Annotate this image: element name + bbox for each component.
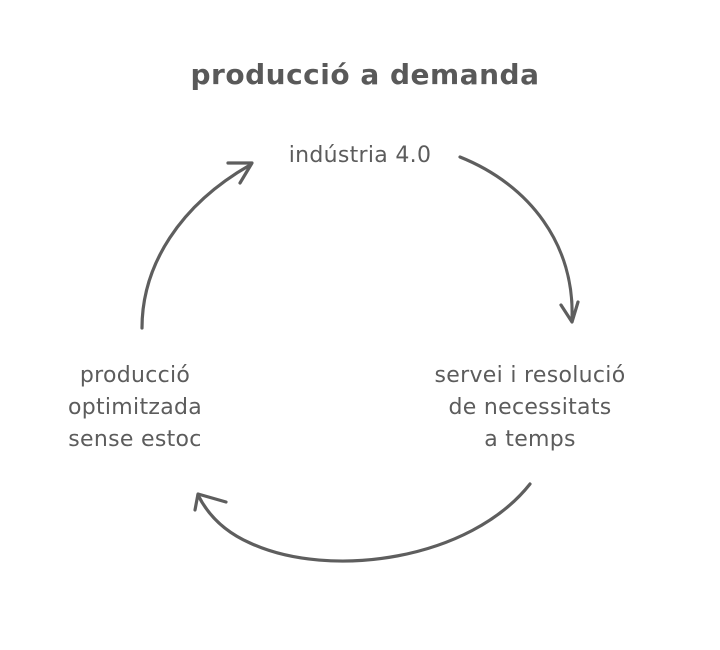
arrow-top-to-right	[458, 155, 580, 324]
arrow-top-to-right-head	[559, 300, 580, 324]
node-line: de necessitats	[448, 395, 612, 420]
node-line: indústria 4.0	[288, 143, 432, 168]
node-line: sense estoc	[68, 427, 202, 452]
arrow-left-to-top-head	[226, 161, 254, 185]
diagram-title: producció a demanda	[190, 58, 540, 91]
node-servei-resolucio: servei i resolució de necessitats a temp…	[405, 360, 655, 456]
node-line: a temps	[484, 427, 576, 452]
node-line: optimitzada	[67, 395, 203, 420]
node-line: producció	[79, 363, 191, 388]
arrow-left-to-top-shaft	[140, 163, 252, 330]
node-line: servei i resolució	[434, 363, 626, 388]
arrow-right-to-left-head	[193, 492, 228, 512]
arrow-top-to-right-shaft	[458, 155, 574, 322]
arrow-right-to-left	[193, 482, 532, 563]
node-industria-4-0: indústria 4.0	[250, 140, 470, 172]
arrow-right-to-left-shaft	[196, 482, 532, 563]
arrow-left-to-top	[140, 161, 254, 330]
node-produccio-optimitzada: producció optimitzada sense estoc	[30, 360, 240, 456]
